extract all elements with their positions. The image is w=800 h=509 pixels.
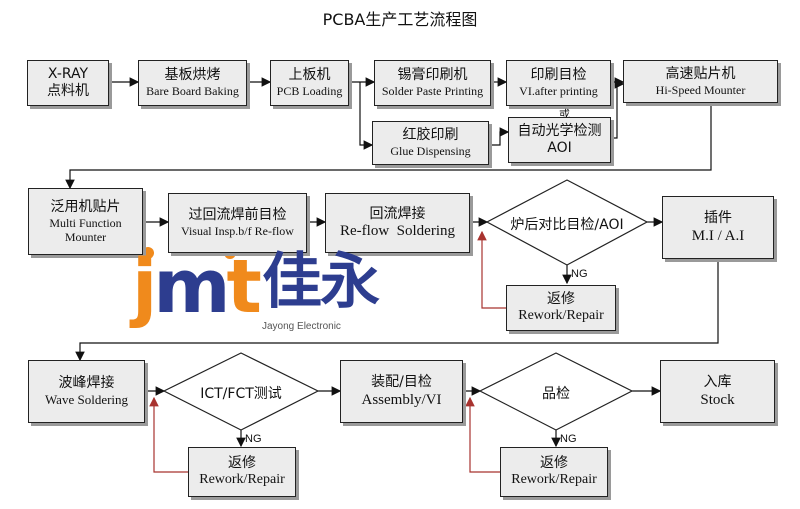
decision-qc-label: 品检 — [542, 386, 570, 402]
step-vi-after-printing-en: VI.after printing — [519, 84, 598, 99]
step-glue-dispensing-zh: 红胶印刷 — [402, 127, 459, 144]
step-xray-line2: 点料机 — [47, 83, 89, 99]
step-multi-function-mounter-en: Multi Function Mounter — [49, 215, 122, 244]
step-glue-dispensing: 红胶印刷 Glue Dispensing — [372, 121, 489, 165]
step-reflow-soldering-en: Re-flow Soldering — [340, 223, 455, 240]
step-stock-zh: 入库 — [703, 374, 732, 391]
step-solder-paste-printing-en: Solder Paste Printing — [381, 84, 484, 99]
step-rework-repair-2-zh: 返修 — [228, 455, 256, 472]
step-wave-soldering: 波峰焊接 Wave Soldering — [28, 360, 145, 423]
company-logo-chinese: 佳永 — [262, 247, 380, 317]
return-rework1-reflow — [477, 230, 506, 309]
step-stock: 入库 Stock — [660, 360, 775, 423]
step-visual-insp-before-reflow-en: Visual Insp.b/f Re-flow — [181, 224, 294, 239]
step-assembly-vi-en: Assembly/VI — [361, 391, 442, 408]
return-rework2-wave — [149, 396, 188, 473]
step-vi-after-printing-zh: 印刷目检 — [530, 67, 587, 84]
step-glue-dispensing-en: Glue Dispensing — [390, 144, 471, 159]
ng-label-3: NG — [560, 433, 577, 445]
step-pcb-loading: 上板机 PCB Loading — [270, 60, 349, 106]
logo-letter-t: t — [226, 244, 261, 330]
decision-diamond-ict — [162, 352, 320, 431]
ng-label-1: NG — [571, 268, 588, 280]
step-bare-board-baking: 基板烘烤 Bare Board Baking — [138, 60, 247, 106]
step-hi-speed-mounter: 高速贴片机 Hi-Speed Mounter — [623, 60, 778, 103]
step-assembly-vi-zh: 装配/目检 — [371, 374, 432, 391]
step-vi-after-printing: 印刷目检 VI.after printing — [506, 60, 611, 106]
arrow-glue-aoi — [491, 127, 510, 146]
step-insertion-en: M.I / A.I — [691, 227, 745, 244]
step-insertion: 插件 M.I / A.I — [662, 196, 774, 259]
logo-letter-j: j — [132, 244, 157, 330]
decision-diamond-qc — [478, 352, 634, 431]
step-rework-repair-3-en: Rework/Repair — [511, 472, 597, 487]
decision-ict-label: ICT/FCT测试 — [200, 386, 282, 402]
step-assembly-vi: 装配/目检 Assembly/VI — [340, 360, 463, 423]
step-stock-en: Stock — [700, 391, 735, 408]
step-xray: X-RAY 点料机 — [27, 60, 109, 106]
step-bare-board-baking-en: Bare Board Baking — [146, 84, 239, 99]
step-multi-function-mounter-zh: 泛用机贴片 — [50, 198, 121, 215]
company-logo-mark: jmt — [132, 250, 262, 324]
step-rework-repair-2-en: Rework/Repair — [199, 472, 285, 487]
company-logo-english: Jayong Electronic — [262, 321, 341, 332]
step-rework-repair-3: 返修 Rework/Repair — [500, 447, 608, 497]
step-aoi: 自动光学检测 AOI — [508, 117, 611, 163]
step-reflow-soldering: 回流焊接 Re-flow Soldering — [325, 193, 470, 253]
or-label: 或 — [559, 108, 570, 121]
step-pcb-loading-zh: 上板机 — [288, 67, 331, 84]
step-aoi-zh: 自动光学检测 — [517, 123, 602, 140]
step-rework-repair-1-zh: 返修 — [547, 291, 575, 308]
decision-diamond-post-reflow — [485, 179, 649, 266]
step-xray-line1: X-RAY — [47, 66, 89, 83]
arrow-aoi-mounter — [611, 79, 625, 139]
step-rework-repair-3-zh: 返修 — [540, 455, 568, 472]
step-insertion-zh: 插件 — [704, 210, 732, 227]
ng-label-2: NG — [245, 433, 262, 445]
step-rework-repair-2: 返修 Rework/Repair — [188, 447, 296, 497]
diagram-title: PCBA生产工艺流程图 — [322, 10, 478, 29]
return-rework3-assembly — [465, 396, 500, 473]
step-hi-speed-mounter-zh: 高速贴片机 — [665, 65, 736, 82]
step-wave-soldering-zh: 波峰焊接 — [58, 375, 115, 392]
arrow-mounter-multi — [65, 103, 712, 190]
step-visual-insp-before-reflow: 过回流焊前目检 Visual Insp.b/f Re-flow — [168, 193, 307, 253]
step-hi-speed-mounter-en: Hi-Speed Mounter — [655, 82, 746, 97]
decision-post-reflow-label: 炉后对比目检/AOI — [510, 217, 624, 233]
logo-dot-j — [142, 247, 154, 259]
step-solder-paste-printing-zh: 锡膏印刷机 — [397, 67, 468, 84]
arrow-insert-wave — [75, 259, 719, 362]
step-pcb-loading-en: PCB Loading — [276, 84, 343, 99]
step-solder-paste-printing: 锡膏印刷机 Solder Paste Printing — [374, 60, 491, 106]
arrow-load-glue — [359, 82, 374, 150]
step-rework-repair-1: 返修 Rework/Repair — [506, 285, 616, 331]
step-visual-insp-before-reflow-zh: 过回流焊前目检 — [188, 207, 287, 224]
step-aoi-en: AOI — [547, 140, 572, 156]
step-reflow-soldering-zh: 回流焊接 — [369, 205, 426, 222]
step-rework-repair-1-en: Rework/Repair — [518, 308, 604, 323]
step-wave-soldering-en: Wave Soldering — [44, 392, 129, 408]
logo-letter-m: m — [153, 244, 230, 330]
step-multi-function-mounter: 泛用机贴片 Multi Function Mounter — [28, 188, 143, 255]
step-bare-board-baking-zh: 基板烘烤 — [164, 67, 221, 84]
